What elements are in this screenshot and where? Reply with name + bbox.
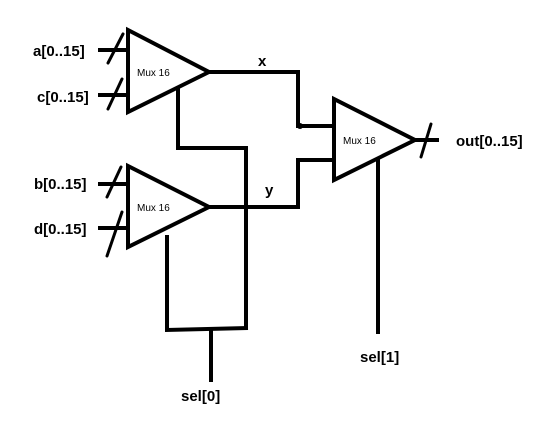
wire-sel0-mux1: [176, 86, 248, 330]
label-d: d[0..15]: [34, 221, 87, 238]
label-x: x: [258, 53, 267, 70]
label-y: y: [265, 182, 274, 199]
label-sel0: sel[0]: [181, 388, 220, 405]
wire-y: [207, 158, 336, 209]
label-c: c[0..15]: [37, 89, 89, 106]
label-a: a[0..15]: [33, 43, 85, 60]
mux-2-label: Mux 16: [137, 203, 170, 214]
label-sel1: sel[1]: [360, 349, 399, 366]
mux-1-label: Mux 16: [137, 68, 170, 79]
bus-mark-out: [419, 122, 433, 159]
bus-mark-b: [105, 165, 123, 199]
mux-2-body: [126, 162, 214, 251]
junction-dot: [297, 123, 303, 129]
wire-sel0-mux2: [165, 235, 249, 333]
mux-3: Mux 16: [332, 95, 420, 184]
label-out: out[0..15]: [456, 133, 523, 150]
mux-2: Mux 16: [126, 162, 214, 251]
bus-mark-a: [106, 32, 125, 65]
wire-x: [207, 70, 336, 128]
mux-3-body: [332, 95, 420, 184]
mux-1: Mux 16: [126, 26, 214, 116]
bus-mark-d: [105, 210, 124, 258]
mux-1-body: [126, 26, 214, 116]
mux-3-label: Mux 16: [343, 136, 376, 147]
label-b: b[0..15]: [34, 176, 87, 193]
bus-mark-c: [106, 77, 124, 111]
